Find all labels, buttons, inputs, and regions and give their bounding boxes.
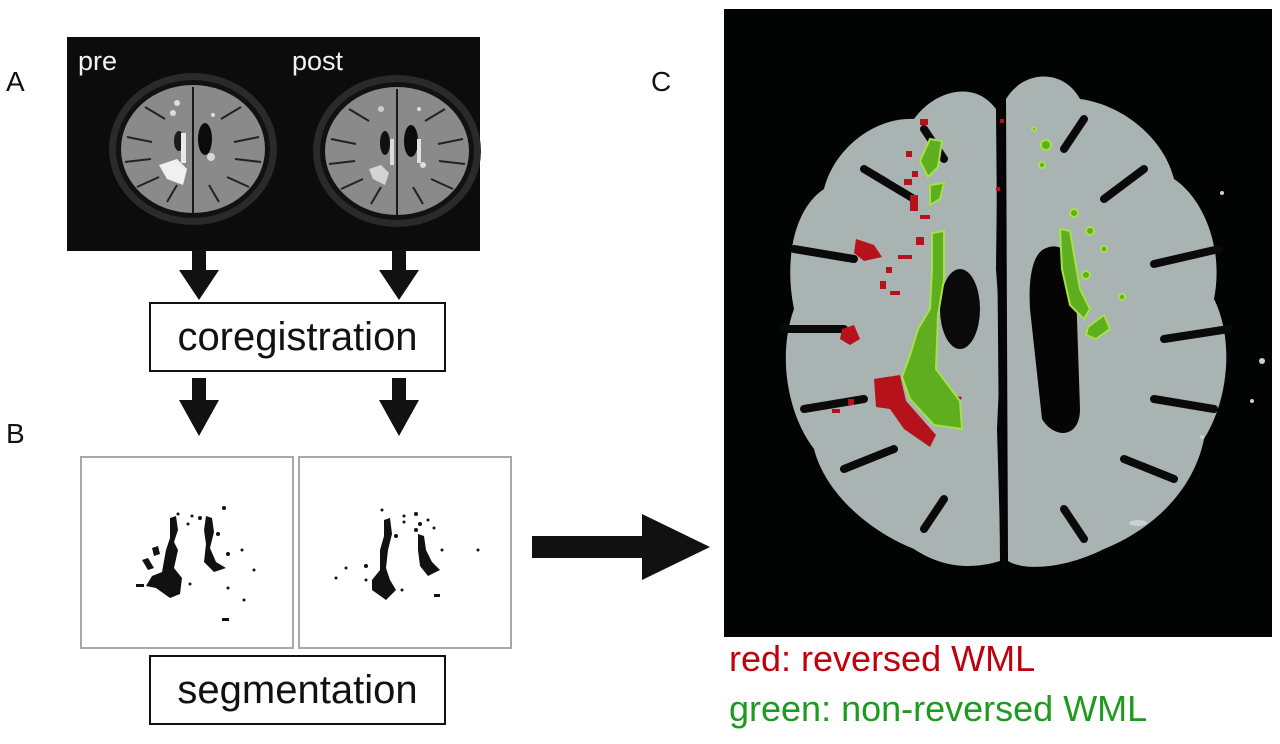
lesion-mask-pre <box>136 506 256 621</box>
right-arrow-to-panel-c <box>532 514 710 580</box>
panel-label-c: C <box>651 66 672 97</box>
post-caption: post <box>292 46 344 76</box>
pre-post-mri-strip: pre post <box>67 37 481 251</box>
segmentation-map-post <box>298 456 512 649</box>
lesion-overlay-mri <box>724 9 1272 637</box>
lesion-mask-post <box>334 508 480 600</box>
panel-label-a: A <box>6 66 25 97</box>
brain-overlay-image <box>780 76 1265 570</box>
down-arrow-coreg-left <box>179 378 219 436</box>
panel-label-b: B <box>6 418 25 449</box>
segmentation-map-pre <box>80 456 294 649</box>
pre-brain-scan <box>109 73 277 225</box>
down-arrow-post-to-coreg <box>379 250 419 300</box>
down-arrow-coreg-right <box>379 378 419 436</box>
pre-caption: pre <box>78 46 118 76</box>
coregistration-box: coregistration <box>149 302 446 372</box>
segmentation-box: segmentation <box>149 655 446 725</box>
post-brain-scan <box>313 75 481 227</box>
down-arrow-pre-to-coreg <box>179 250 219 300</box>
legend-nonreversed-wml: green: non-reversed WML <box>729 688 1148 729</box>
legend-reversed-wml: red: reversed WML <box>729 638 1036 679</box>
